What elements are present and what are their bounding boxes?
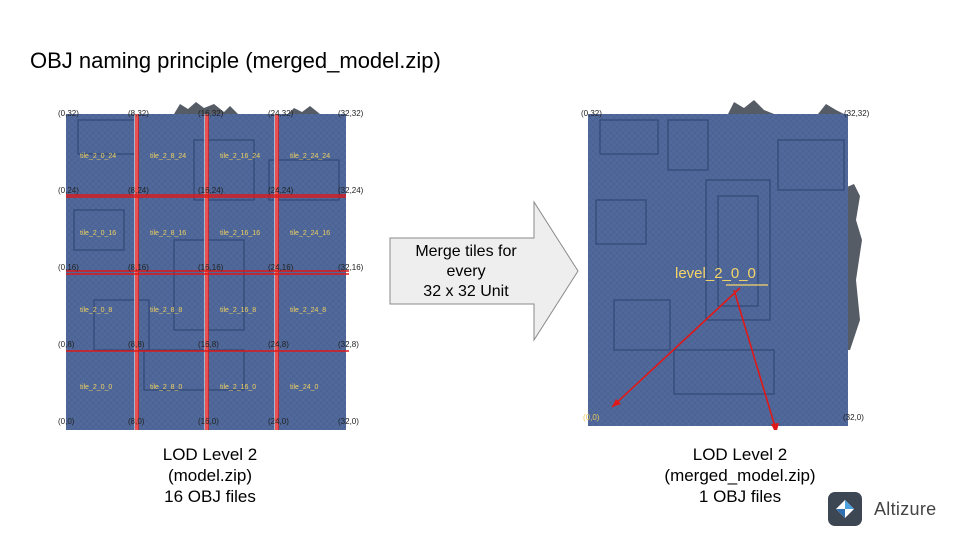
merged-building-shapes bbox=[595, 119, 845, 395]
coord-label: (8,24) bbox=[128, 186, 149, 195]
coord-label: (16,32) bbox=[198, 109, 224, 118]
coord-label: (32,0) bbox=[338, 417, 359, 426]
coord-label: (16,0) bbox=[198, 417, 219, 426]
slide-title: OBJ naming principle (merged_model.zip) bbox=[30, 48, 441, 73]
lod2-merged-model: level_2_0_0 (0,32) (32,32) (0,0) (32,0) bbox=[578, 100, 878, 434]
coord-label: (32,32) bbox=[338, 109, 364, 118]
merge-text-line-3: 32 x 32 Unit bbox=[423, 283, 509, 300]
tile-label: tile_2_8_8 bbox=[150, 307, 182, 314]
arrowhead-bottom-left bbox=[612, 399, 621, 407]
left-caption: LOD Level 2 (model.zip) 16 OBJ files bbox=[120, 444, 300, 507]
brand-name: Altizure bbox=[874, 498, 937, 519]
merged-silhouette-top bbox=[728, 100, 862, 350]
coord-label: (24,8) bbox=[268, 340, 289, 349]
merge-arrow bbox=[389, 200, 579, 342]
tile-label: tile_2_0_0 bbox=[80, 384, 112, 391]
altizure-logo-icon bbox=[828, 492, 862, 526]
coord-label: (0,32) bbox=[58, 109, 79, 118]
coord-label: (24,32) bbox=[268, 109, 294, 118]
tile-label: tile_2_16_0 bbox=[220, 384, 256, 391]
tile-label: tile_2_16_24 bbox=[220, 153, 260, 160]
left-caption-line-1: LOD Level 2 bbox=[162, 445, 258, 464]
merge-text-line-1: Merge tiles for bbox=[415, 243, 517, 260]
coord-bottom-left: (0,0) bbox=[583, 413, 600, 422]
tiled-model-figure: tile_2_0_24 tile_2_8_24 tile_2_16_24 tile_2… bbox=[58, 102, 364, 430]
tile-label: tile_2_24_16 bbox=[290, 230, 330, 237]
right-caption-line-2: (merged_model.zip) bbox=[664, 466, 816, 485]
tile-label: tile_2_8_0 bbox=[150, 384, 182, 391]
lod2-tiled-model: tile_2_0_24 tile_2_8_24 tile_2_16_24 tile_2… bbox=[54, 100, 364, 430]
tile-labels: tile_2_0_24 tile_2_8_24 tile_2_16_24 tile_2… bbox=[80, 153, 330, 391]
coord-top-left: (0,32) bbox=[581, 109, 602, 118]
pointer-arrows bbox=[611, 287, 777, 431]
merged-tile-label: level_2_0_0 bbox=[675, 265, 756, 282]
coord-top-right: (32,32) bbox=[844, 109, 870, 118]
coord-label: (8,8) bbox=[128, 340, 145, 349]
coord-label: (24,24) bbox=[268, 186, 294, 195]
coordinate-labels: (0,32) (8,32) (16,32) (24,32) (32,32) (0,24) (… bbox=[58, 109, 364, 426]
merge-arrow-text: Merge tiles for every 32 x 32 Unit bbox=[396, 242, 536, 302]
tile-label: tile_2_0_8 bbox=[80, 307, 112, 314]
tile-label: tile_2_8_24 bbox=[150, 153, 186, 160]
coord-label: (16,8) bbox=[198, 340, 219, 349]
tile-label: tile_2_0_16 bbox=[80, 230, 116, 237]
right-caption-line-1: LOD Level 2 bbox=[692, 445, 788, 464]
coord-label: (0,8) bbox=[58, 340, 75, 349]
coord-label: (8,16) bbox=[128, 263, 149, 272]
tile-label: tile_2_16_16 bbox=[220, 230, 260, 237]
tile-label: tile_2_24_24 bbox=[290, 153, 330, 160]
left-caption-line-2: (model.zip) bbox=[167, 466, 253, 485]
red-grid-lines bbox=[66, 114, 349, 430]
coord-label: (0,24) bbox=[58, 186, 79, 195]
brand: Altizure bbox=[828, 492, 936, 526]
coord-label: (16,16) bbox=[198, 263, 224, 272]
tile-label: tile_2_0_24 bbox=[80, 153, 116, 160]
coord-label: (24,0) bbox=[268, 417, 289, 426]
right-caption-line-3: 1 OBJ files bbox=[698, 487, 782, 506]
coord-label: (8,0) bbox=[128, 417, 145, 426]
coord-label: (32,24) bbox=[338, 186, 364, 195]
building-shapes bbox=[73, 119, 340, 391]
coord-label: (24,16) bbox=[268, 263, 294, 272]
coord-label: (16,24) bbox=[198, 186, 224, 195]
tile-label: tile_2_24_8 bbox=[290, 307, 326, 314]
coord-label: (0,0) bbox=[58, 417, 75, 426]
coord-label: (8,32) bbox=[128, 109, 149, 118]
merge-text-line-2: every bbox=[446, 263, 486, 280]
coord-bottom-right: (32,0) bbox=[843, 413, 864, 422]
model-silhouette-top bbox=[174, 102, 320, 116]
coord-label: (0,16) bbox=[58, 263, 79, 272]
tile-label: tile_24_0 bbox=[290, 384, 319, 391]
tile-label: tile_2_8_16 bbox=[150, 230, 186, 237]
right-caption: LOD Level 2 (merged_model.zip) 1 OBJ fil… bbox=[640, 444, 840, 507]
coord-label: (32,8) bbox=[338, 340, 359, 349]
merged-model-figure: level_2_0_0 (0,32) (32,32) (0,0) (32,0) bbox=[581, 100, 870, 434]
tile-label: tile_2_16_8 bbox=[220, 307, 256, 314]
arrowhead-bottom bbox=[771, 423, 779, 434]
coord-label: (32,16) bbox=[338, 263, 364, 272]
left-caption-line-3: 16 OBJ files bbox=[164, 487, 256, 506]
